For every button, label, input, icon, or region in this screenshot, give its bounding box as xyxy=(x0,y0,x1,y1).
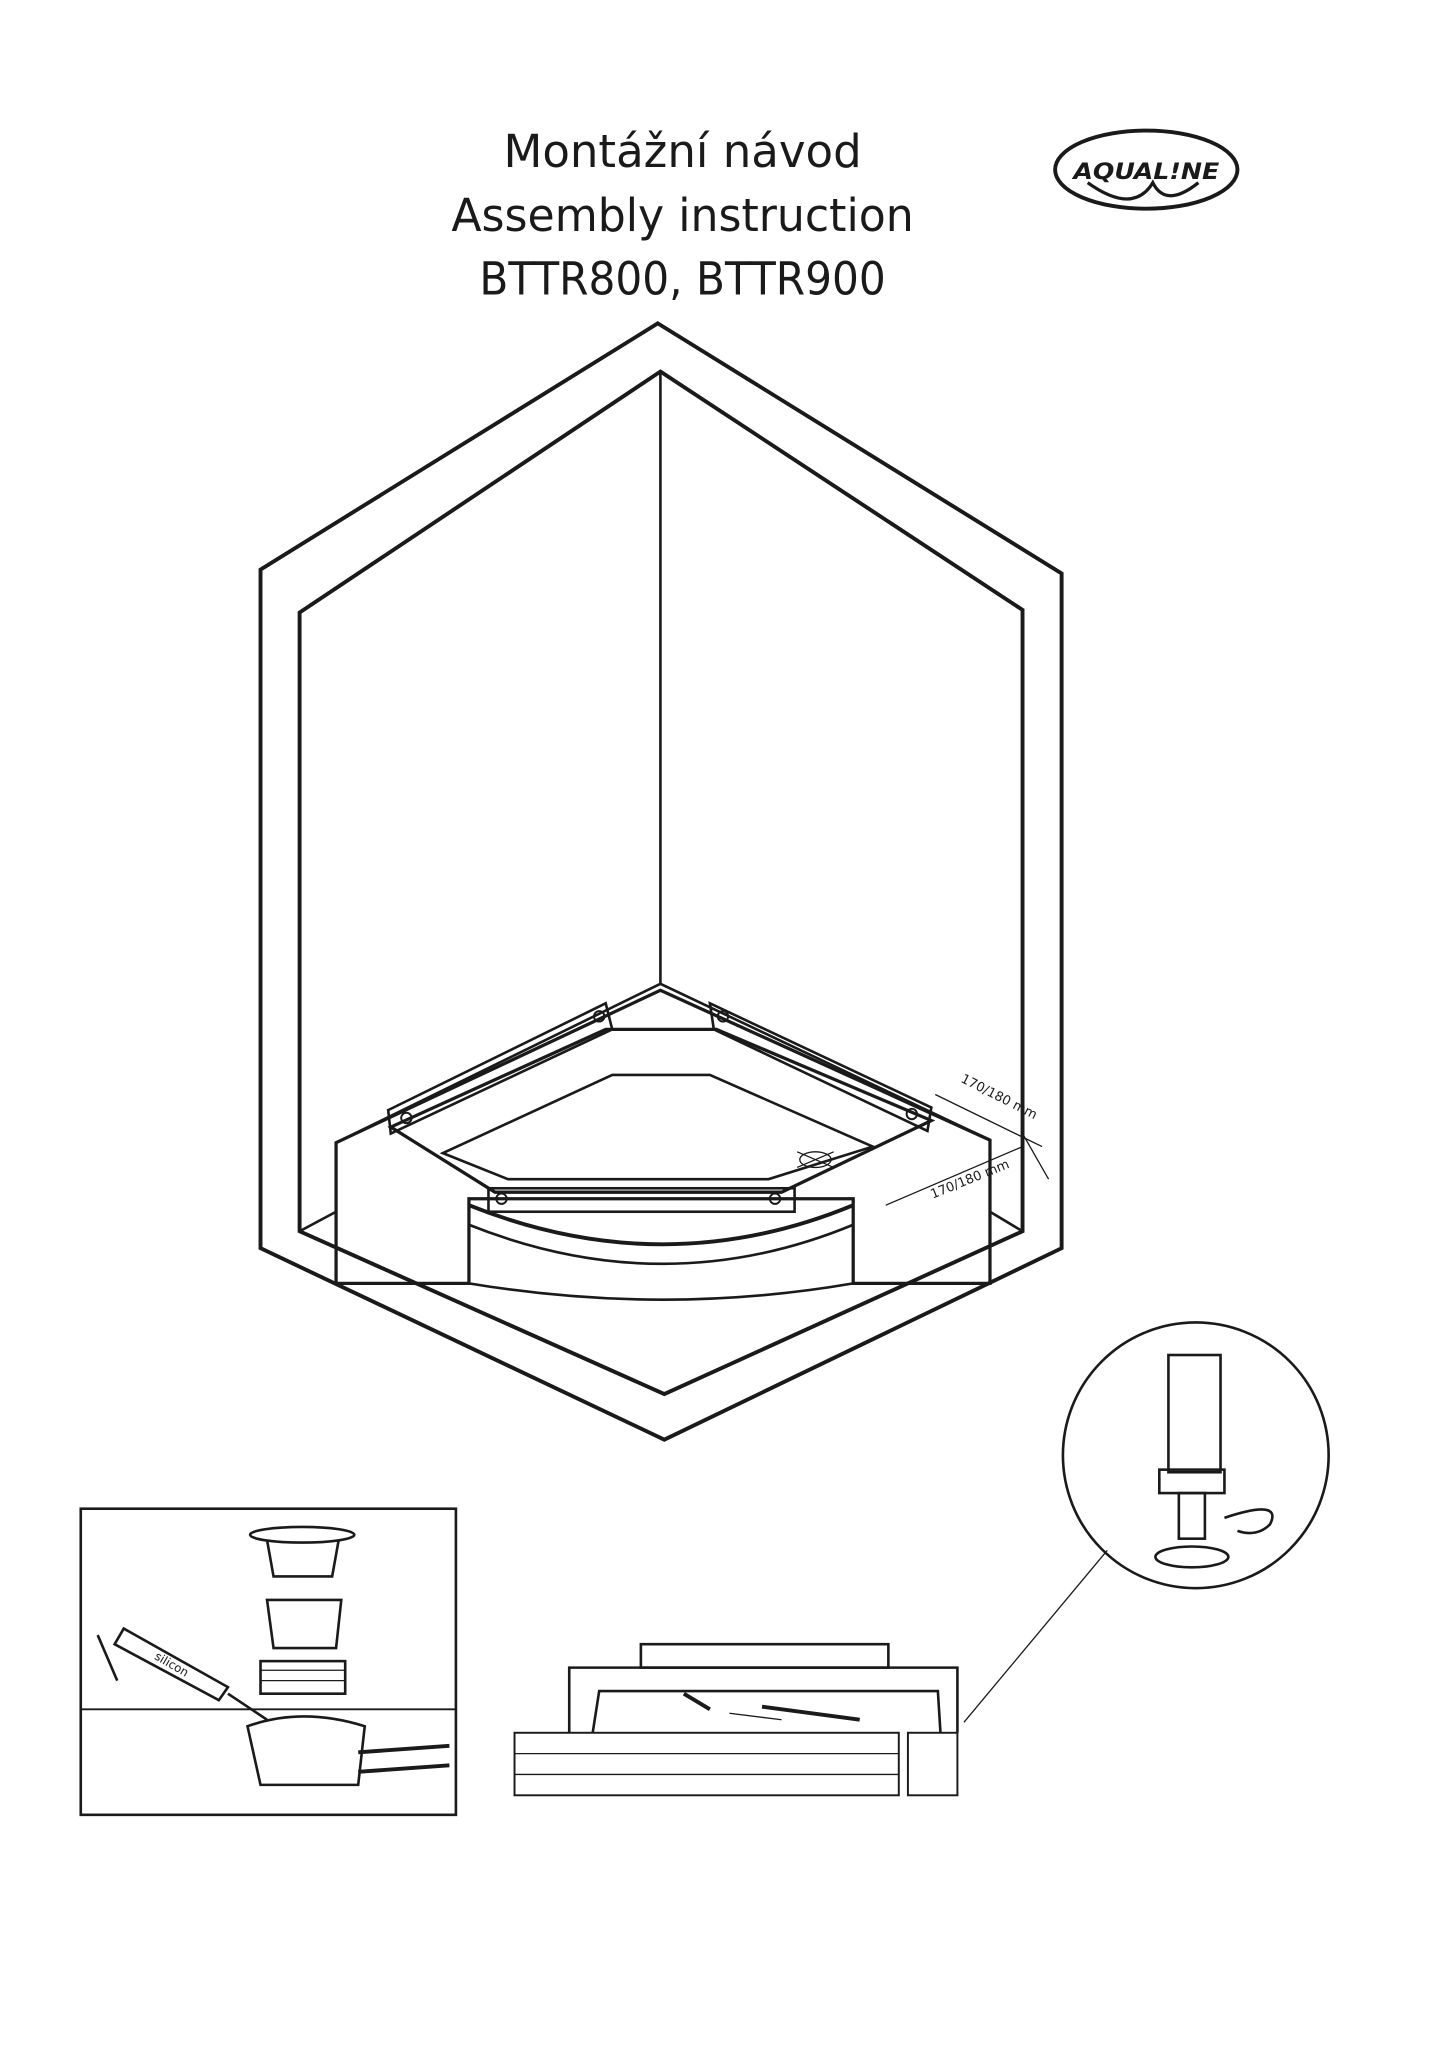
title-block: Montážní návod Assembly instruction BTTR… xyxy=(451,125,913,306)
silicone-gun-icon: silicon xyxy=(96,1626,268,1721)
rotate-arrow-icon xyxy=(1224,1508,1274,1535)
drain-assembly-detail: silicon xyxy=(79,1507,458,1817)
shower-enclosure-drawing: 170/180 mm 170/180 mm xyxy=(258,321,1064,1442)
model-numbers: BTTR800, BTTR900 xyxy=(479,253,885,306)
aqualine-logo: AQUAL!NE xyxy=(1053,128,1240,211)
adjustable-leg-detail xyxy=(1061,1321,1330,1590)
pointer-arrow xyxy=(963,1549,1108,1723)
shower-tray xyxy=(334,988,992,1301)
title-czech: Montážní návod xyxy=(503,125,861,178)
tray-installation-section xyxy=(513,1642,959,1797)
drain-marker-icon xyxy=(796,1151,834,1169)
dimension-label-top: 170/180 mm xyxy=(958,1072,1039,1123)
svg-text:AQUAL!NE: AQUAL!NE xyxy=(1071,159,1219,185)
dimension-label-bottom: 170/180 mm xyxy=(929,1157,1012,1202)
title-english: Assembly instruction xyxy=(451,189,913,242)
